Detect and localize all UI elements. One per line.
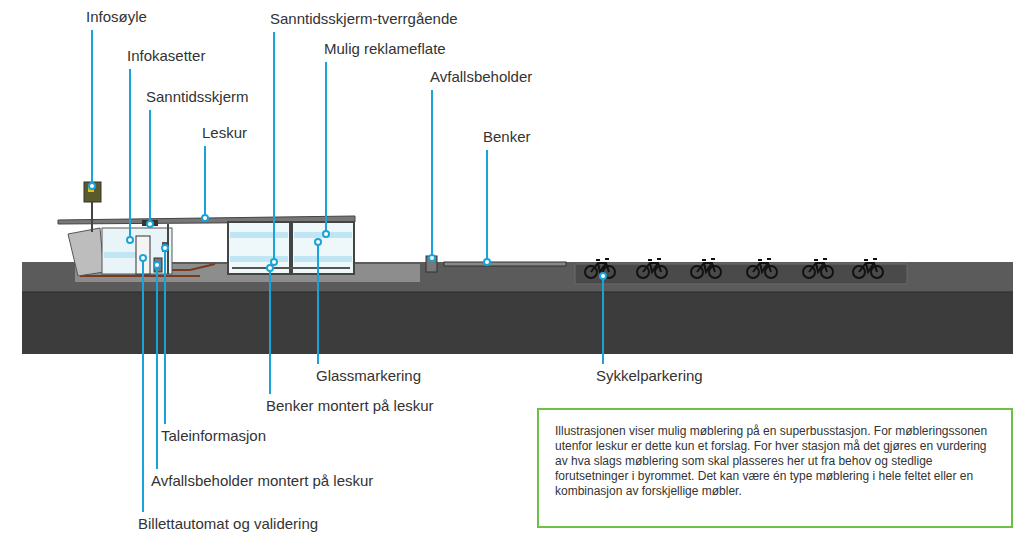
leader-line xyxy=(484,150,490,265)
leader-line xyxy=(147,110,153,227)
callout-label: Mulig reklameflate xyxy=(324,40,446,58)
curb xyxy=(22,292,1013,293)
callout-label: Sanntidsskjerm xyxy=(146,88,249,106)
callout-label: Billettautomat og validering xyxy=(138,515,318,533)
callout-label: Avfallsbeholder montert på leskur xyxy=(151,472,373,490)
callout-label: Infokasetter xyxy=(127,47,205,65)
shelter-bench xyxy=(232,267,350,269)
callout-label: Infosøyle xyxy=(86,8,147,26)
leader-line xyxy=(202,146,208,221)
glass-panel xyxy=(292,222,354,274)
callout-label: Sykkelparkering xyxy=(596,367,703,385)
bike-area xyxy=(575,264,907,284)
road xyxy=(22,292,1013,354)
callout-label: Benker montert på leskur xyxy=(266,397,434,415)
info-cabinet xyxy=(68,228,104,276)
leader-line xyxy=(89,30,95,189)
leader-line xyxy=(323,62,329,237)
leader-line xyxy=(127,69,133,243)
glass-panel xyxy=(228,222,290,274)
shelter-end xyxy=(102,228,172,274)
waste-bin xyxy=(426,256,437,272)
bicycle xyxy=(585,259,615,278)
bike-parking xyxy=(585,259,883,278)
leader-lines xyxy=(89,30,606,512)
leader-line xyxy=(267,265,273,394)
note-text: Illustrasjonen viser mulig møblering på … xyxy=(555,424,995,499)
callout-label: Leskur xyxy=(202,124,247,142)
callout-label: Taleinformasjon xyxy=(161,427,266,445)
bench xyxy=(444,262,566,266)
callout-label: Glassmarkering xyxy=(316,367,421,385)
callout-label: Benker xyxy=(483,128,531,146)
leader-line xyxy=(154,262,160,469)
bicycle xyxy=(691,259,721,278)
leader-line xyxy=(271,32,277,265)
bicycle xyxy=(747,259,777,278)
leader-line xyxy=(429,90,435,261)
callout-label: Avfallsbeholder xyxy=(430,68,532,86)
bicycle xyxy=(803,259,833,278)
info-sign xyxy=(84,182,101,202)
leader-line xyxy=(140,255,146,512)
note-box: Illustrasjonen viser mulig møblering på … xyxy=(537,408,1013,528)
bicycle xyxy=(637,259,667,278)
leader-line xyxy=(162,245,168,424)
leader-line xyxy=(600,273,606,364)
rt-screen xyxy=(142,220,158,226)
callout-label: Sanntidsskjerm-tverrgående xyxy=(270,10,458,28)
bicycle xyxy=(853,259,883,278)
leader-line xyxy=(315,239,321,364)
